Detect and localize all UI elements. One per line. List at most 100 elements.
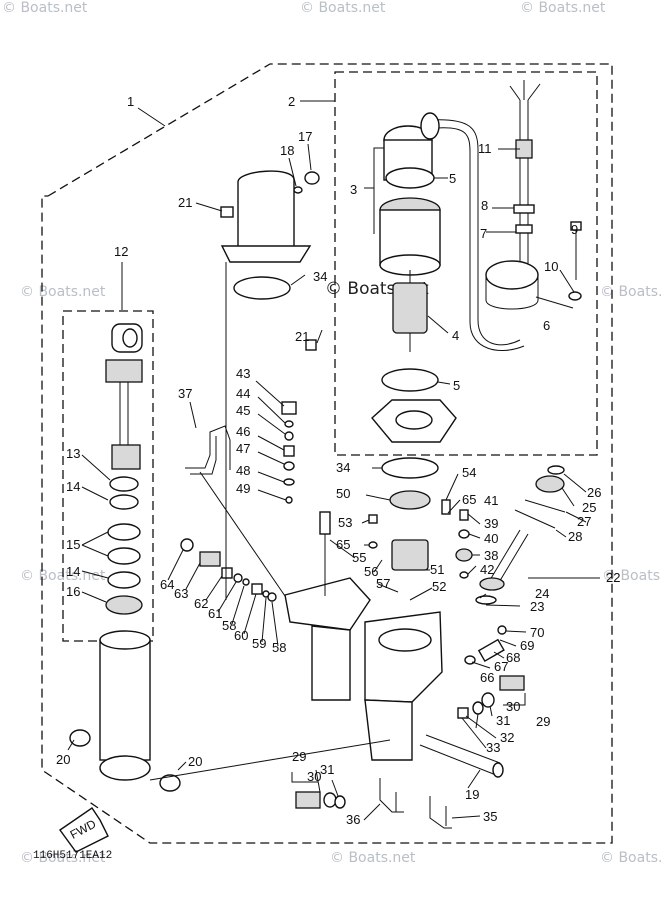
fitting-29b	[295, 791, 321, 809]
leader-28	[555, 529, 567, 538]
grommet-8	[513, 204, 535, 214]
part-label: 45	[236, 403, 250, 418]
part-label: 49	[236, 481, 250, 496]
leader-49	[257, 489, 287, 501]
part-label: 69	[520, 638, 534, 653]
o-ring-31b	[334, 795, 346, 809]
part-label: 55	[352, 550, 366, 565]
part-label: 4	[452, 328, 459, 343]
leader-42	[467, 565, 477, 575]
leader-63	[185, 562, 201, 590]
leader-68	[493, 651, 505, 659]
leader-23	[485, 604, 521, 607]
leader-18	[288, 157, 297, 187]
part-label: 18	[280, 143, 294, 158]
part-label: 30	[506, 699, 520, 714]
leader-30	[489, 705, 493, 717]
bracket-29	[291, 772, 318, 783]
piston-head	[105, 359, 143, 383]
collar-tie	[149, 739, 391, 781]
part-label: 62	[194, 596, 208, 611]
fitting-63	[199, 551, 221, 567]
valve-60	[251, 583, 263, 595]
o-ring-14	[109, 494, 139, 510]
fwd-arrow-icon	[59, 807, 109, 853]
seal-15	[107, 523, 141, 541]
part-label: 47	[236, 441, 250, 456]
manifold-stem	[311, 625, 351, 701]
cylinder-body	[99, 639, 151, 761]
manual-valve-22	[489, 529, 521, 581]
leader-36	[363, 803, 381, 821]
leader-44	[257, 396, 286, 424]
o-ring-70	[497, 625, 507, 635]
cylinder-eye-hole	[122, 328, 138, 348]
part-label: 20	[188, 754, 202, 769]
shaft-19	[419, 744, 497, 776]
part-label: 11	[478, 141, 492, 156]
leader-30b	[315, 769, 321, 793]
pump-housing-bore	[378, 628, 432, 652]
part-label: 39	[484, 516, 498, 531]
leader-35	[451, 815, 481, 819]
part-label: 50	[336, 486, 350, 501]
watermark: © Boats.net	[600, 284, 661, 300]
cylinder-base	[99, 755, 151, 781]
o-ring-13	[109, 476, 139, 492]
o-ring-5	[385, 167, 435, 189]
leader-14	[81, 486, 109, 501]
leader-33	[461, 717, 487, 749]
part-label: 52	[432, 579, 446, 594]
o-ring-40	[458, 529, 470, 539]
part-label: 41	[484, 493, 498, 508]
part-label: 70	[530, 625, 544, 640]
pipe-37	[185, 425, 231, 470]
leader-3	[364, 147, 384, 189]
part-label: 8	[481, 198, 488, 213]
pump-group	[180, 401, 566, 829]
part-label: 58	[272, 640, 286, 655]
part-label: 14	[66, 564, 80, 579]
leader-31	[475, 713, 479, 729]
part-label: 67	[494, 659, 508, 674]
leader-53	[361, 519, 370, 524]
part-label: 31	[320, 762, 334, 777]
part-label: 58	[222, 618, 236, 633]
part-label: 13	[66, 446, 80, 461]
leader-40	[468, 533, 481, 539]
leader-16	[81, 591, 107, 603]
part-label: 54	[462, 465, 476, 480]
part-label: 1	[127, 94, 134, 109]
shaft-19-end	[492, 762, 504, 778]
part-label: 63	[174, 586, 188, 601]
leader-24	[479, 593, 487, 599]
reservoir-tank	[237, 170, 295, 253]
part-label: 2	[288, 94, 295, 109]
fwd-arrow: FWD	[59, 807, 109, 853]
o-ring-26	[547, 465, 565, 475]
part-label: 7	[480, 226, 487, 241]
part-label: 64	[160, 577, 174, 592]
leader-59	[261, 597, 267, 643]
part-label: 27	[577, 514, 591, 529]
leader-60	[243, 593, 257, 635]
watermark: © Boats.net	[2, 0, 88, 16]
o-ring-42	[459, 571, 469, 579]
rod-guide	[111, 444, 141, 470]
part-label: 53	[338, 515, 352, 530]
leader-26	[563, 473, 587, 493]
pump-housing	[364, 611, 443, 703]
leader-21b	[316, 329, 323, 344]
part-label: 40	[484, 531, 498, 546]
leader-43	[255, 380, 285, 407]
valve-62	[221, 567, 233, 579]
leader-52	[409, 587, 433, 601]
gear-pump-51	[391, 539, 429, 571]
leader-58b	[271, 601, 279, 647]
pin-28	[514, 509, 556, 529]
bracket-29b	[503, 693, 526, 706]
washer-65	[368, 541, 378, 549]
o-ring-31	[472, 701, 484, 715]
leader-64	[167, 549, 184, 581]
leader-58	[231, 585, 245, 625]
